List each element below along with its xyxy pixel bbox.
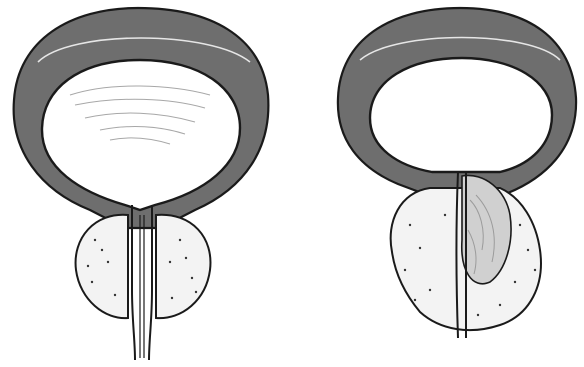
- left-prostate-lobe-left: [76, 215, 128, 318]
- panel-enlarged-prostate: [338, 8, 576, 338]
- panel-normal-prostate: [14, 8, 269, 360]
- left-prostate-lobe-right: [156, 215, 210, 318]
- right-bladder-lumen: [370, 58, 552, 172]
